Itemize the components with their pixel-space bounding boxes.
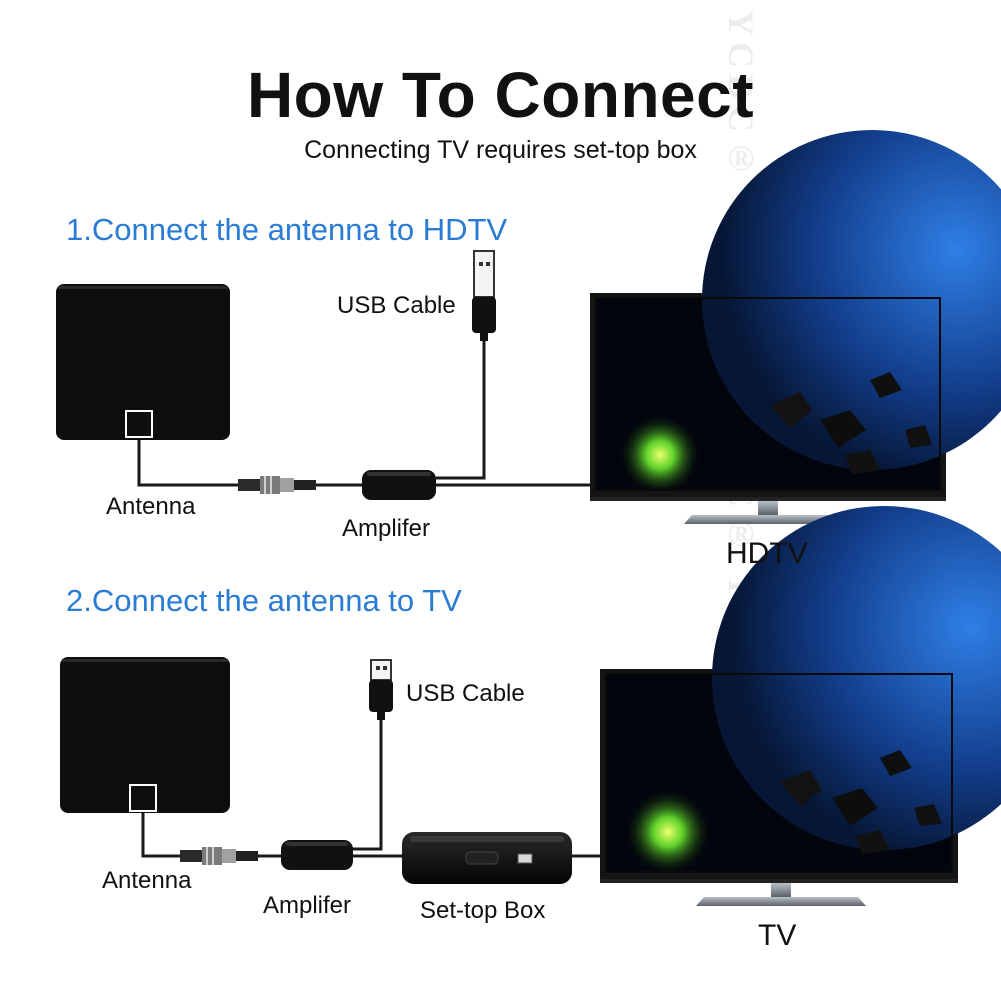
antenna-cable-1 xyxy=(137,435,240,487)
amplifier-icon xyxy=(362,470,436,500)
page-title: How To Connect xyxy=(246,59,755,131)
section2-settop-label: Set-top Box xyxy=(420,897,546,924)
coax-connector-icon xyxy=(180,847,258,865)
usb-plug-icon xyxy=(472,250,496,341)
section1-amplifier-label: Amplifer xyxy=(342,515,431,542)
tv-icon xyxy=(600,506,1001,906)
section1-heading: 1.Connect the antenna to HDTV xyxy=(66,212,508,247)
usb-cable-1 xyxy=(436,338,486,480)
usb-cable-2 xyxy=(352,716,383,851)
section1-usb-label: USB Cable xyxy=(337,292,456,319)
section2-heading: 2.Connect the antenna to TV xyxy=(66,583,462,618)
section2-tv-label: TV xyxy=(758,919,797,952)
amplifier-icon xyxy=(281,840,353,870)
section2-amplifier-label: Amplifer xyxy=(263,892,352,919)
antenna-icon xyxy=(60,657,230,813)
section2-antenna-label: Antenna xyxy=(102,867,192,894)
page-subtitle: Connecting TV requires set-top box xyxy=(304,136,697,164)
usb-plug-icon xyxy=(369,659,393,720)
section2-diagram xyxy=(60,506,1001,906)
antenna-cable-2 xyxy=(141,812,182,858)
tv-icon xyxy=(590,130,1001,524)
section2-usb-label: USB Cable xyxy=(406,680,525,707)
antenna-icon xyxy=(56,284,230,440)
section1-diagram xyxy=(56,130,1001,524)
set-top-box-icon xyxy=(402,832,572,884)
section1-antenna-label: Antenna xyxy=(106,493,196,520)
coax-connector-icon xyxy=(238,476,316,494)
section1-tv-label: HDTV xyxy=(726,537,808,570)
